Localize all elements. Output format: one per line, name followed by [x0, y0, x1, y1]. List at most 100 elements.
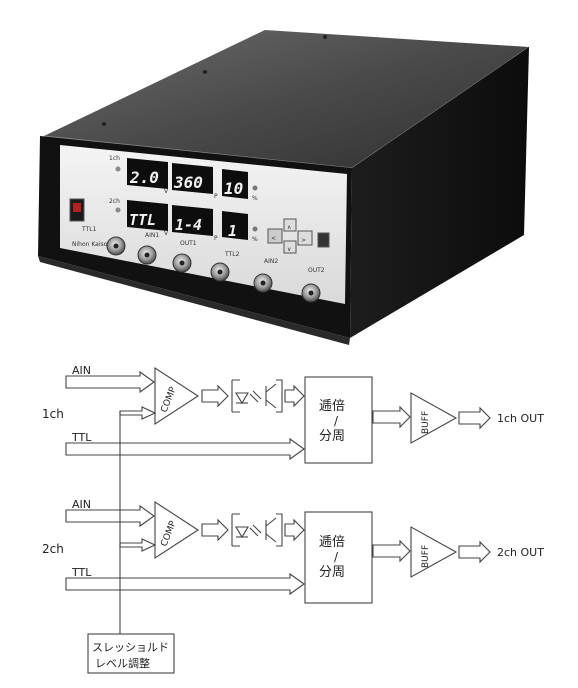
display-4-value: TTL — [129, 211, 156, 229]
nav-keypad: ∧ ∨ < > — [267, 218, 330, 254]
indicator-icon — [252, 185, 258, 191]
ch2-label: 2ch — [42, 542, 64, 556]
ch2-divider-out-arrow — [372, 539, 411, 563]
ch2-ttl-label: TTL — [71, 566, 92, 579]
ch1-ain-label: AIN — [72, 364, 91, 377]
display-4 — [127, 200, 168, 231]
ch1-divider-sep: / — [334, 414, 339, 428]
ch2-buff-label: BUFF — [421, 545, 431, 568]
ch2-panel-label: 2ch — [109, 198, 120, 205]
ch1-ttl-label: TTL — [71, 431, 92, 444]
device-right-side — [350, 47, 529, 338]
nav-right-glyph: > — [301, 237, 306, 244]
connector-label-ain1: AIN1 — [145, 232, 159, 239]
ch1-divider — [304, 376, 373, 464]
ch1-ttl-arrow — [65, 437, 305, 461]
display-3 — [222, 169, 248, 199]
brand-label: Nihon Kaiso — [72, 241, 108, 248]
ch1-divider-bottom: 分周 — [319, 429, 345, 444]
threshold-box — [87, 633, 175, 674]
nav-left-button[interactable] — [267, 228, 283, 244]
device-top-lid — [44, 30, 529, 168]
ch1-ain-arrow — [65, 370, 155, 394]
ch1-label: 1ch — [42, 407, 64, 421]
display-1-value: 2.0 — [129, 168, 159, 187]
ch1-threshold-arrow — [119, 406, 157, 420]
bnc-ttl2-pin — [217, 269, 223, 275]
connector-label-out1: OUT1 — [180, 240, 197, 247]
power-switch-rocker — [73, 203, 81, 212]
connector-row: TTL1 AIN1 OUT1 TTL2 AIN2 OUT2 — [81, 226, 325, 303]
ch2-divider-sep: / — [334, 550, 339, 564]
nav-right-button[interactable] — [297, 230, 313, 246]
ch2-buff — [410, 526, 458, 578]
bnc-ain1-pin — [144, 252, 150, 258]
bnc-ttl1-pin — [113, 243, 119, 249]
ch1-optocoupler-icon — [231, 379, 283, 413]
enter-button[interactable] — [317, 232, 330, 248]
ch1-opto-out-arrow — [284, 384, 305, 408]
display-6-value: 1 — [228, 222, 237, 240]
ch2-ttl-arrow — [65, 572, 305, 596]
display-5-unit: P — [214, 235, 218, 242]
connector-label-ttl2: TTL2 — [224, 251, 240, 258]
connector-label-out2: OUT2 — [308, 267, 325, 274]
nav-up-glyph: ∧ — [287, 224, 291, 231]
display-2-unit: P — [214, 193, 218, 200]
display-2-value: 360 — [173, 173, 203, 192]
connector-label-ttl1: TTL1 — [81, 226, 97, 233]
device-photo: 1ch 2ch 2.0 V 360 P 10 % TTL V 1-4 P 1 — [38, 30, 530, 345]
bnc-ain2-pin — [260, 280, 266, 286]
display-5 — [172, 205, 213, 236]
display-row-2: TTL V 1-4 P 1 % — [127, 200, 258, 243]
ch1-divider-out-arrow — [372, 405, 411, 429]
display-2 — [172, 163, 213, 194]
ch2-threshold-arrow — [119, 538, 157, 552]
ch1-comp-out-arrow — [201, 384, 229, 408]
screw-icon — [203, 70, 207, 74]
nav-up-button[interactable] — [283, 218, 297, 232]
bnc-out2-pin — [308, 290, 314, 296]
ch2-led-icon — [115, 207, 121, 213]
bnc-out1-pin — [179, 260, 185, 266]
ch2-block: 2ch AIN TTL COMP 逓倍 / — [42, 498, 544, 604]
ch1-out-label: 1ch OUT — [497, 412, 544, 425]
screw-icon — [102, 122, 106, 126]
ch1-led-icon — [115, 166, 121, 172]
display-3-value: 10 — [224, 179, 243, 198]
ch1-divider-top: 逓倍 — [319, 399, 345, 414]
ch1-panel-label: 1ch — [109, 155, 120, 162]
connector-label-ain2: AIN2 — [264, 258, 278, 265]
ch1-buff — [410, 392, 458, 444]
nav-left-glyph: < — [271, 235, 276, 242]
ch2-comp — [154, 500, 200, 560]
ch1-comp — [154, 366, 200, 426]
ch2-comp-out-arrow — [201, 518, 229, 542]
display-6 — [222, 211, 248, 240]
ch2-optocoupler-icon — [231, 513, 283, 547]
block-diagram: 1ch AIN TTL COMP — [42, 364, 544, 674]
display-5-value: 1-4 — [175, 216, 202, 234]
threshold-line2: レベル調整 — [95, 656, 150, 670]
display-3-unit: % — [252, 195, 258, 202]
nav-down-glyph: ∨ — [287, 246, 291, 253]
screw-icon — [323, 35, 327, 39]
threshold-line1: スレッショルド — [92, 641, 169, 654]
ch1-buff-label: BUFF — [421, 411, 431, 434]
ch2-ain-arrow — [65, 504, 155, 528]
nav-down-button[interactable] — [283, 240, 297, 254]
ch2-divider — [304, 511, 373, 604]
display-4-unit: V — [164, 230, 169, 237]
ch1-out-arrow — [458, 406, 491, 430]
display-6-unit: % — [252, 236, 258, 243]
display-row-1: 2.0 V 360 P 10 % — [127, 158, 258, 202]
indicator-icon — [252, 226, 258, 232]
ch2-out-arrow — [458, 540, 491, 564]
display-1-unit: V — [164, 188, 169, 195]
ch1-block: 1ch AIN TTL COMP — [42, 364, 544, 464]
ch2-divider-top: 逓倍 — [319, 535, 345, 550]
ch2-ain-label: AIN — [72, 498, 91, 511]
device-bottom-strip — [38, 256, 350, 345]
